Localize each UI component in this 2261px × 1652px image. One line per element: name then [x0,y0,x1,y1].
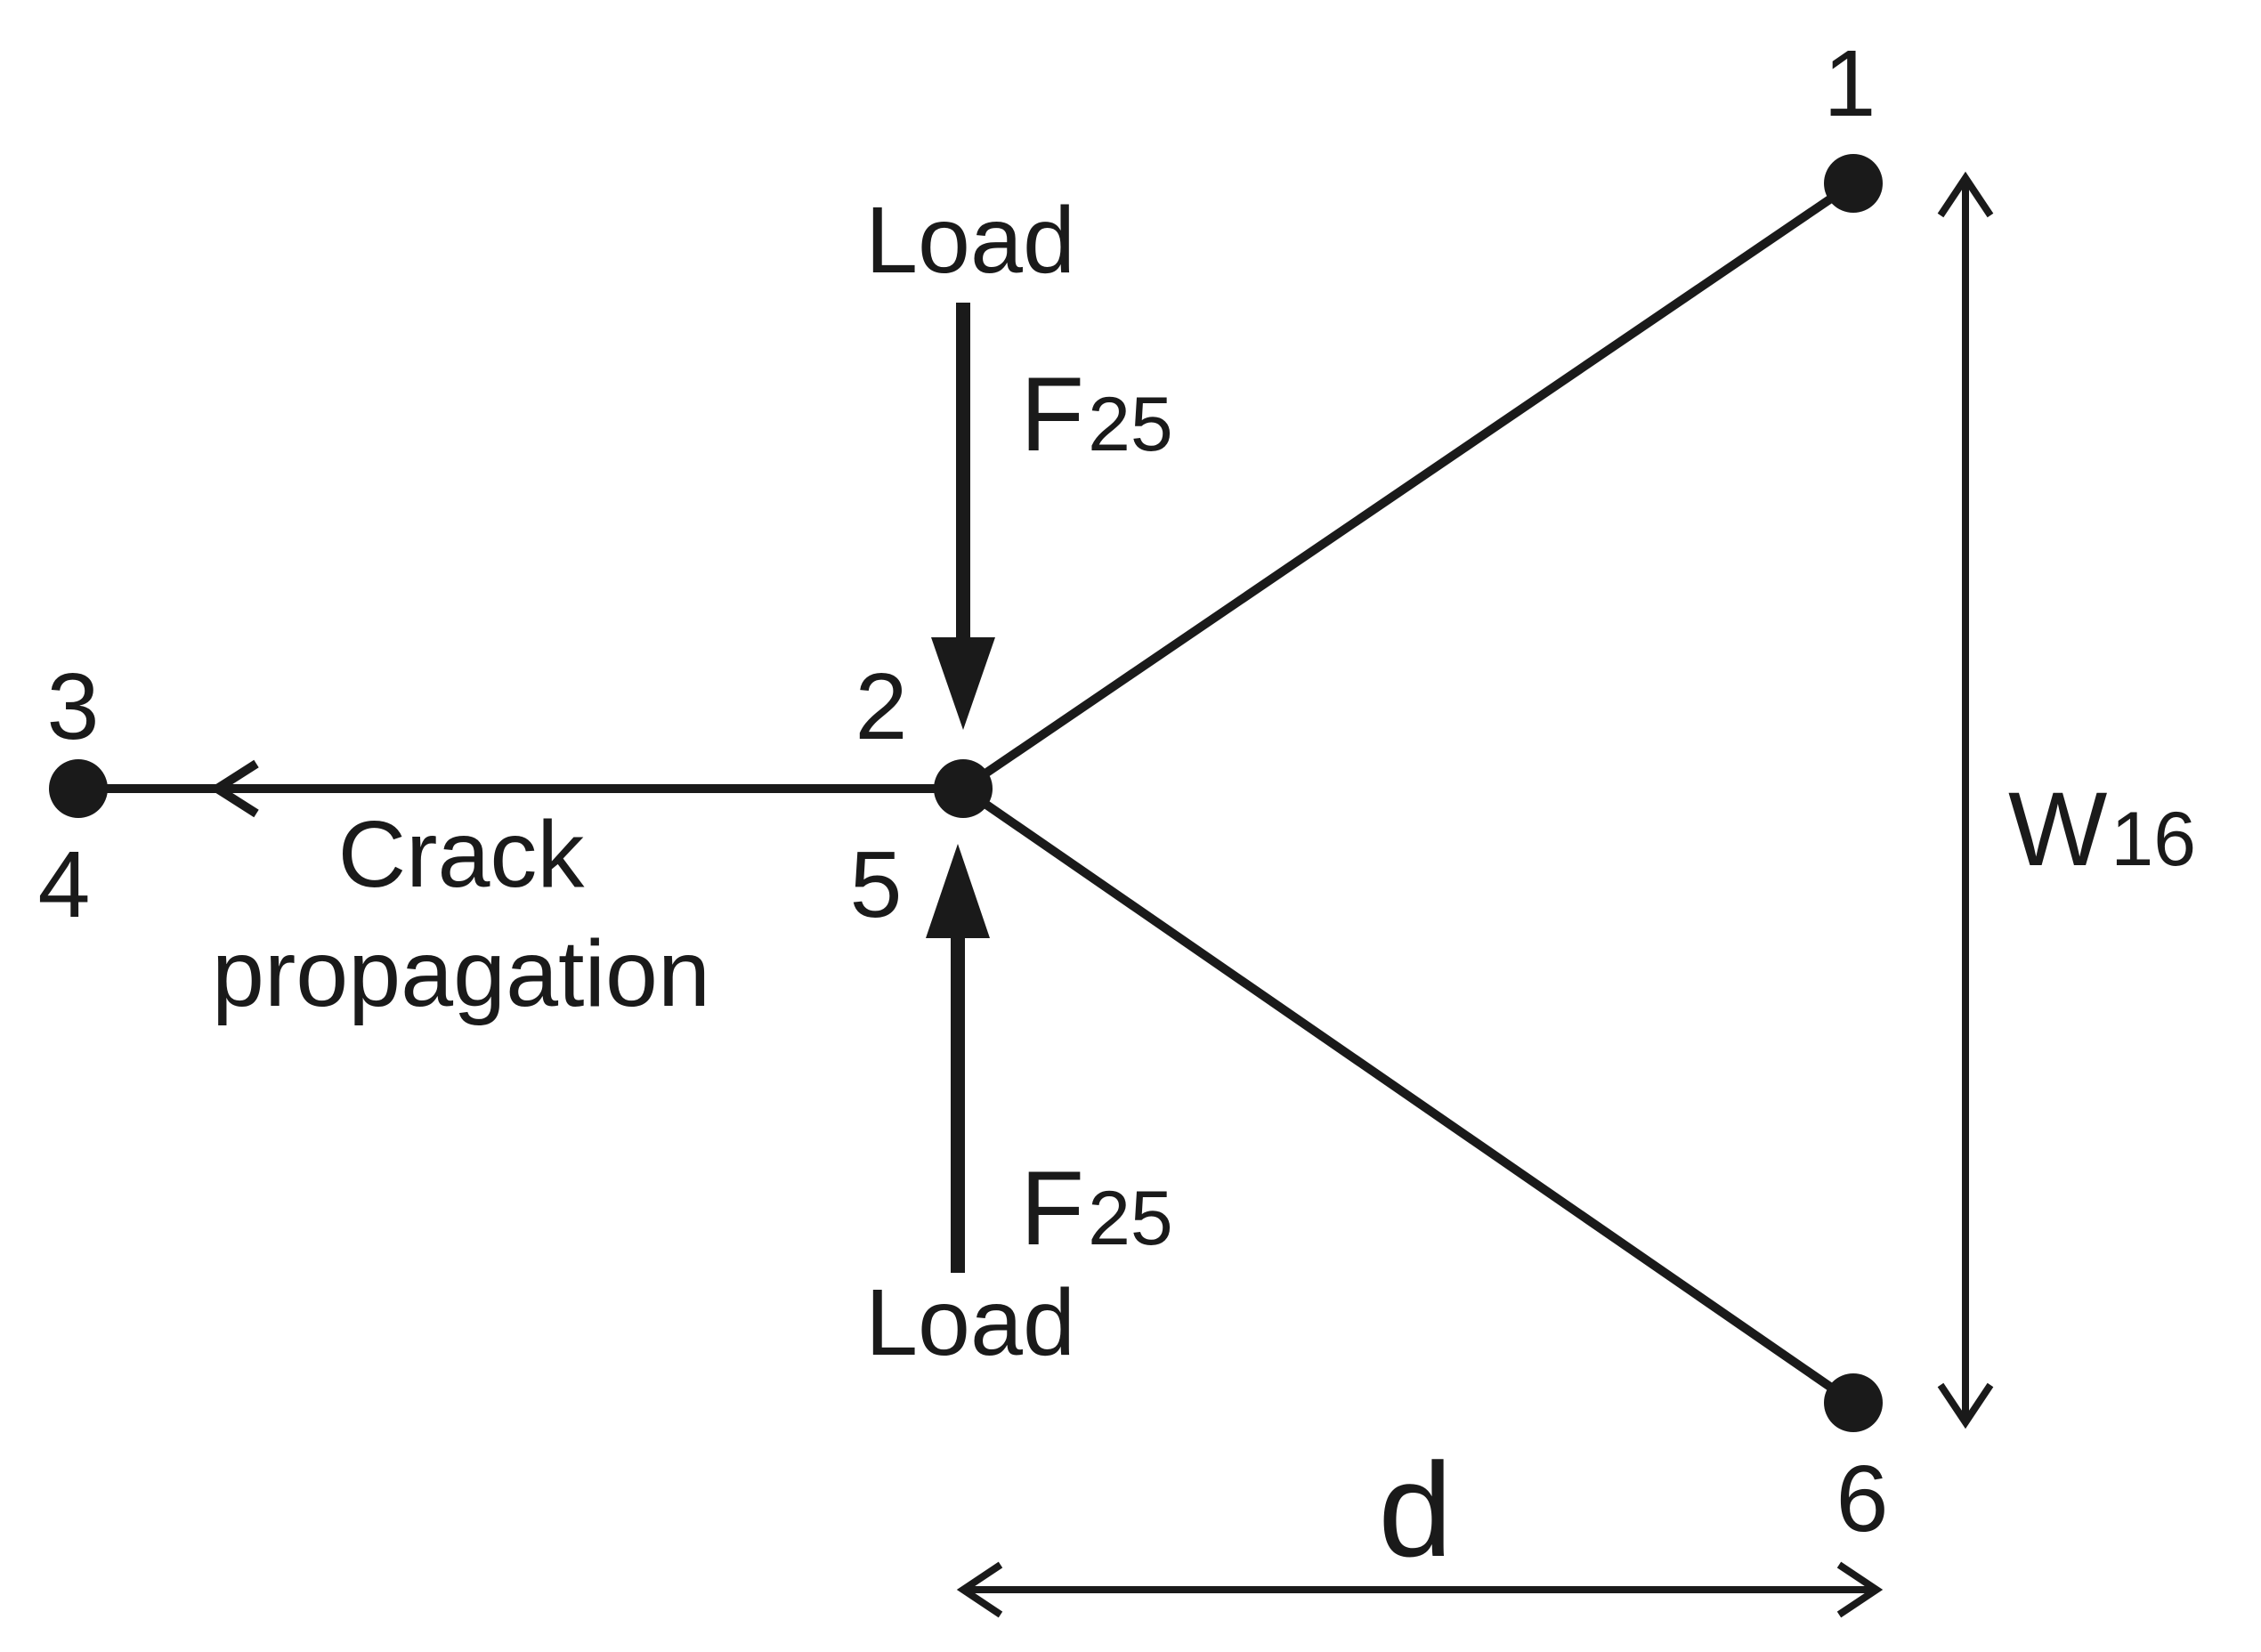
node-2-label: 2 [855,654,908,759]
node-3-label: 3 [47,654,100,759]
force-top-main: F [1020,356,1084,474]
force-bottom-main: F [1020,1150,1084,1267]
load-label-bottom: Load [865,1270,1075,1375]
force-top-subscript: 25 [1088,382,1173,467]
load-arrow-bottom-head [926,844,990,938]
distance-label: d [1378,1435,1452,1584]
node-2-point [934,759,993,818]
load-arrow-top-head [931,637,995,730]
crack-direction-arrowhead [208,759,259,818]
force-label-top: F25 [1020,356,1173,474]
node-1-label: 1 [1824,31,1876,136]
width-main: W [2008,771,2107,888]
load-label-top: Load [865,188,1075,293]
node-5-label: 5 [850,832,903,937]
distance-dimension-arrowhead-left [956,1561,1003,1618]
width-dimension-arrowhead-top [1937,171,1994,218]
width-label: W16 [2008,771,2196,888]
force-bottom-subscript: 25 [1088,1176,1173,1261]
node-1-point [1824,154,1883,213]
force-label-bottom: F25 [1020,1150,1173,1267]
crack-label-line1: Crack [338,802,586,907]
node-4-label: 4 [38,832,91,937]
distance-dimension-arrowhead-right [1836,1561,1884,1618]
crack-label-line2: propagation [212,921,710,1026]
node-6-point [1824,1373,1883,1432]
node-3-point [49,759,108,818]
wedge-line-lower [960,784,1856,1407]
width-subscript: 16 [2111,797,2196,882]
node-6-label: 6 [1836,1446,1889,1551]
width-dimension-arrowhead-bottom [1937,1382,1994,1429]
wedge-line-upper [960,179,1856,793]
